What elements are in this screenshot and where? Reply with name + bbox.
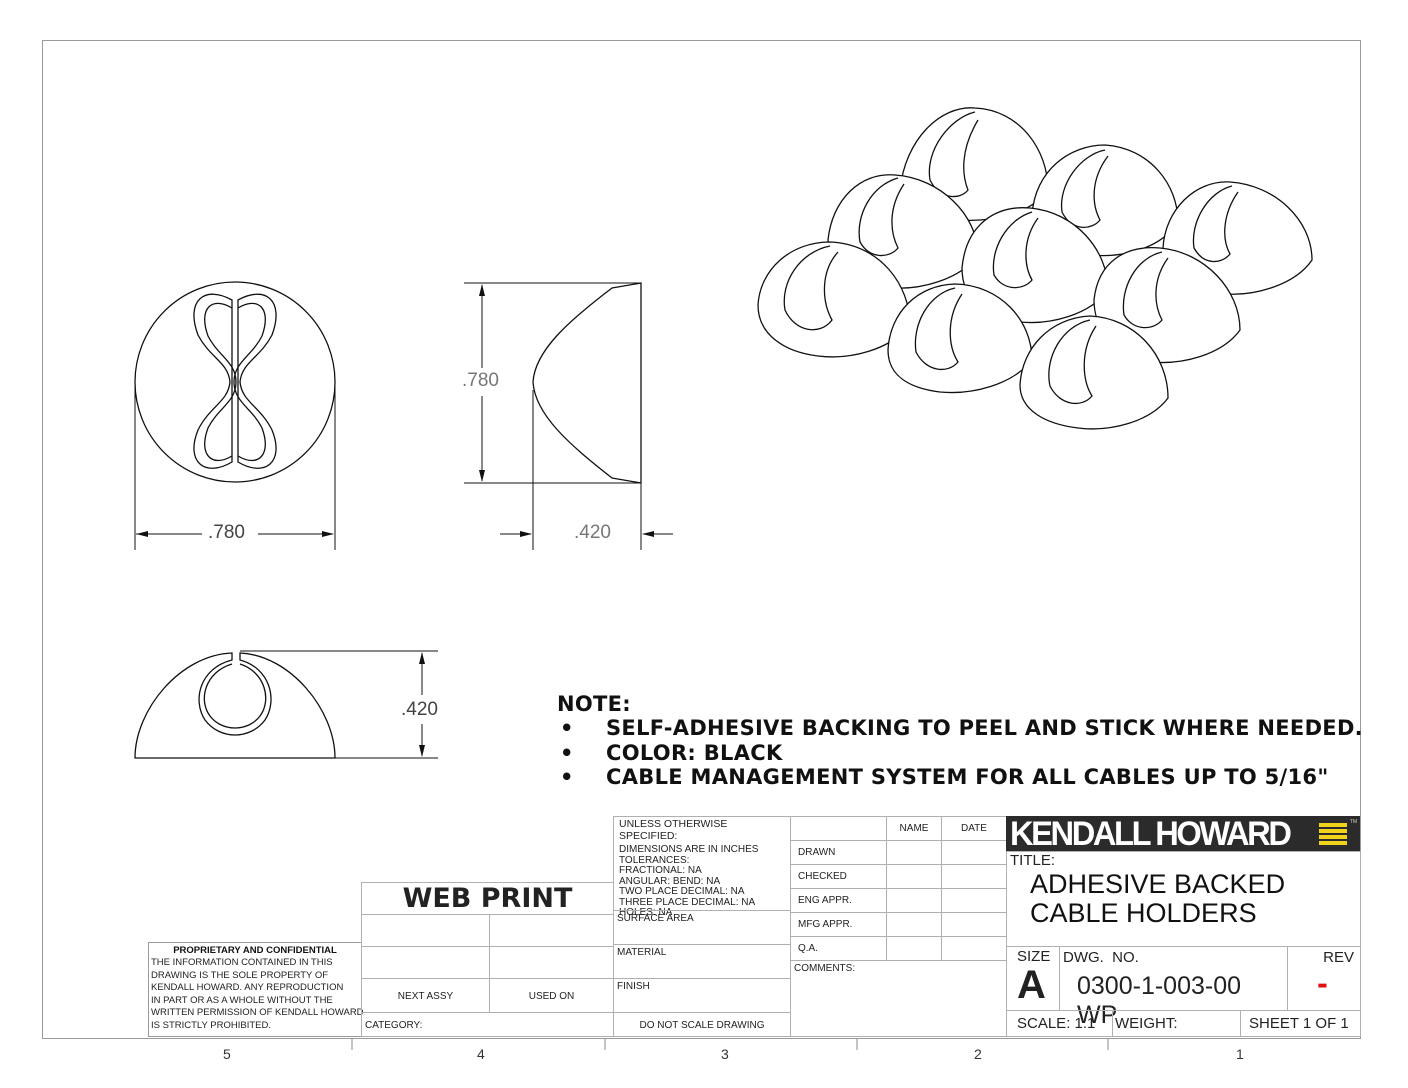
approval-row-label: Q.A. bbox=[790, 936, 887, 961]
rev-label: REV bbox=[1323, 949, 1354, 966]
dim-side-height: .780 bbox=[462, 370, 499, 392]
approval-header-blank bbox=[790, 816, 887, 841]
proprietary-heading: PROPRIETARY AND CONFIDENTIAL bbox=[173, 945, 337, 956]
proprietary-line: IS STRICTLY PROHIBITED. bbox=[151, 1019, 272, 1031]
approval-cell bbox=[941, 864, 1007, 889]
weight-cell: WEIGHT: bbox=[1112, 1010, 1241, 1037]
tolerance-line: THREE PLACE DECIMAL: NA bbox=[619, 896, 756, 908]
approval-cell bbox=[941, 912, 1007, 937]
material-cell: MATERIAL bbox=[613, 944, 791, 979]
approval-cell bbox=[886, 840, 942, 865]
drawing-border bbox=[42, 40, 1361, 1039]
proprietary-line: KENDALL HOWARD. ANY REPRODUCTION bbox=[151, 982, 344, 993]
note-bullet: • bbox=[560, 716, 574, 740]
tolerance-line: DIMENSIONS ARE IN INCHES bbox=[619, 844, 759, 855]
note-bullet: • bbox=[560, 765, 574, 789]
approval-cell bbox=[941, 936, 1007, 961]
size-value: A bbox=[1017, 963, 1046, 1007]
dwg-no-cell: DWG. NO. 0300-1-003-00 WP bbox=[1059, 946, 1288, 1029]
note-item: CABLE MANAGEMENT SYSTEM FOR ALL CABLES U… bbox=[606, 765, 1329, 789]
note-heading: NOTE: bbox=[557, 692, 631, 716]
date-header: DATE bbox=[941, 816, 1007, 841]
blank-cell bbox=[489, 946, 614, 979]
approval-cell bbox=[886, 864, 942, 889]
zone-label: 5 bbox=[223, 1046, 231, 1062]
tolerance-line: HOLES: NA bbox=[619, 907, 673, 918]
dwg-no-label: DWG. NO. bbox=[1063, 949, 1139, 966]
blank-cell bbox=[489, 914, 614, 947]
note-bullet: • bbox=[560, 741, 574, 765]
next-assy-cell: NEXT ASSY bbox=[361, 978, 490, 1013]
proprietary-line: WRITTEN PERMISSION OF KENDALL HOWARD bbox=[151, 1007, 364, 1018]
approval-cell bbox=[941, 840, 1007, 865]
web-print-cell: WEB PRINT bbox=[361, 882, 614, 915]
web-print-label: WEB PRINT bbox=[402, 883, 573, 914]
front-view bbox=[134, 281, 336, 550]
proprietary-notice: PROPRIETARY AND CONFIDENTIAL THE INFORMA… bbox=[148, 942, 364, 1037]
zone-dividers bbox=[351, 1039, 1109, 1050]
surface-area-cell: SURFACE AREA bbox=[613, 910, 791, 945]
sheet-cell: SHEET 1 OF 1 bbox=[1240, 1010, 1361, 1037]
dwg-no-value: 0300-1-003-00 WP bbox=[1077, 972, 1242, 1029]
blank-cell bbox=[361, 914, 490, 947]
zone-label: 4 bbox=[477, 1046, 485, 1062]
approval-row-label: MFG APPR. bbox=[790, 912, 887, 937]
tolerances-heading: UNLESS OTHERWISE SPECIFIED: bbox=[619, 818, 728, 842]
rev-value: - bbox=[1317, 965, 1328, 1001]
approval-cell bbox=[941, 888, 1007, 913]
tolerance-line: TWO PLACE DECIMAL: NA bbox=[619, 886, 745, 897]
dim-side-depth: .420 bbox=[574, 522, 611, 543]
rev-cell: REV - bbox=[1287, 946, 1361, 1011]
category-cell: CATEGORY: bbox=[361, 1012, 614, 1037]
zone-label: 3 bbox=[721, 1046, 729, 1062]
proprietary-line: DRAWING IS THE SOLE PROPERTY OF bbox=[151, 969, 329, 981]
logo-text: KENDALL HOWARD bbox=[1010, 815, 1292, 853]
used-on-cell: USED ON bbox=[489, 978, 614, 1013]
drawing-title: ADHESIVE BACKED bbox=[1030, 869, 1286, 899]
approval-row-label: DRAWN bbox=[790, 840, 887, 865]
bottom-view bbox=[134, 650, 438, 759]
blank-cell bbox=[361, 946, 490, 979]
size-label: SIZE bbox=[1017, 948, 1051, 965]
dim-bottom-height: .420 bbox=[401, 699, 438, 721]
do-not-scale-cell: DO NOT SCALE DRAWING bbox=[613, 1012, 791, 1037]
approval-cell bbox=[886, 912, 942, 937]
comments-cell: COMMENTS: bbox=[790, 960, 1007, 1037]
note-item: SELF-ADHESIVE BACKING TO PEEL AND STICK … bbox=[606, 716, 1363, 740]
tolerances-cell: UNLESS OTHERWISE SPECIFIED: DIMENSIONS A… bbox=[613, 816, 791, 918]
zone-label: 2 bbox=[974, 1046, 982, 1062]
side-view bbox=[464, 282, 673, 550]
title-label: TITLE: bbox=[1010, 852, 1056, 869]
name-header: NAME bbox=[886, 816, 942, 841]
drawing-title: CABLE HOLDERS bbox=[1030, 898, 1257, 928]
zone-label: 1 bbox=[1236, 1046, 1244, 1062]
approval-cell bbox=[886, 936, 942, 961]
note-item: COLOR: BLACK bbox=[606, 741, 783, 765]
dim-front-width: .780 bbox=[208, 522, 245, 543]
scale-cell: SCALE: 1:1 bbox=[1006, 1010, 1113, 1037]
logo-stripes-icon bbox=[1319, 823, 1347, 845]
approval-cell bbox=[886, 888, 942, 913]
title-cell: TITLE: ADHESIVE BACKED CABLE HOLDERS bbox=[1006, 851, 1361, 947]
approval-row-label: ENG APPR. bbox=[790, 888, 887, 913]
proprietary-line: IN PART OR AS A WHOLE WITHOUT THE bbox=[151, 994, 333, 1006]
approval-row-label: CHECKED bbox=[790, 864, 887, 889]
tolerance-line: ANGULAR: BEND: NA bbox=[619, 875, 721, 887]
isometric-cluster bbox=[757, 107, 1313, 430]
tolerance-line: FRACTIONAL: NA bbox=[619, 865, 702, 876]
size-cell: SIZE A bbox=[1006, 946, 1060, 1011]
logo-trademark: TM bbox=[1350, 819, 1358, 825]
proprietary-line: THE INFORMATION CONTAINED IN THIS bbox=[151, 957, 333, 968]
tolerance-line: TOLERANCES: bbox=[619, 854, 690, 866]
finish-cell: FINISH bbox=[613, 978, 791, 1013]
company-logo: KENDALL HOWARD TM bbox=[1006, 816, 1360, 852]
